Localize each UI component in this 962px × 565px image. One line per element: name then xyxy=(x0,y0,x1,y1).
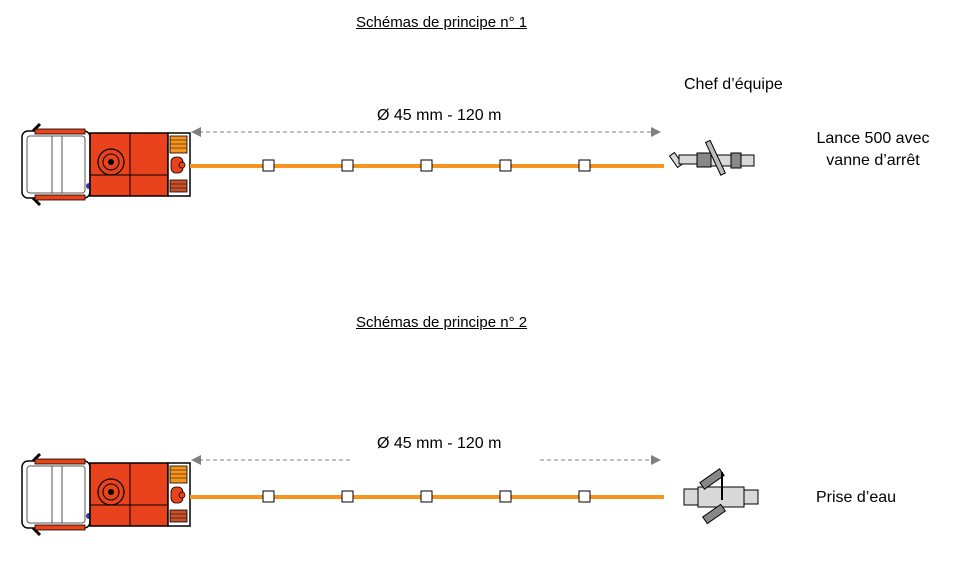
dimension-label-2: Ø 45 mm - 120 m xyxy=(377,435,502,452)
prise-eau-label: Prise d’eau xyxy=(816,489,897,506)
lance-label: Lance 500 avec vanne d’arrêt xyxy=(806,128,940,172)
chef-equipe-label: Chef d’équipe xyxy=(684,76,783,93)
hose-couplings-1 xyxy=(262,159,591,172)
fire-truck-icon xyxy=(20,122,192,207)
lance-label-line-2: vanne d’arrêt xyxy=(826,152,920,169)
lance-label-line-1: Lance 500 avec xyxy=(816,130,930,147)
diagram-2-title: Schémas de principe n° 2 xyxy=(356,314,528,331)
hydrant-icon xyxy=(683,468,759,525)
hose-couplings-2 xyxy=(262,490,591,503)
nozzle-icon xyxy=(668,139,755,176)
dimension-label-1: Ø 45 mm - 120 m xyxy=(377,107,502,124)
diagram-1-title: Schémas de principe n° 1 xyxy=(356,14,528,31)
fire-truck-icon xyxy=(20,452,192,537)
